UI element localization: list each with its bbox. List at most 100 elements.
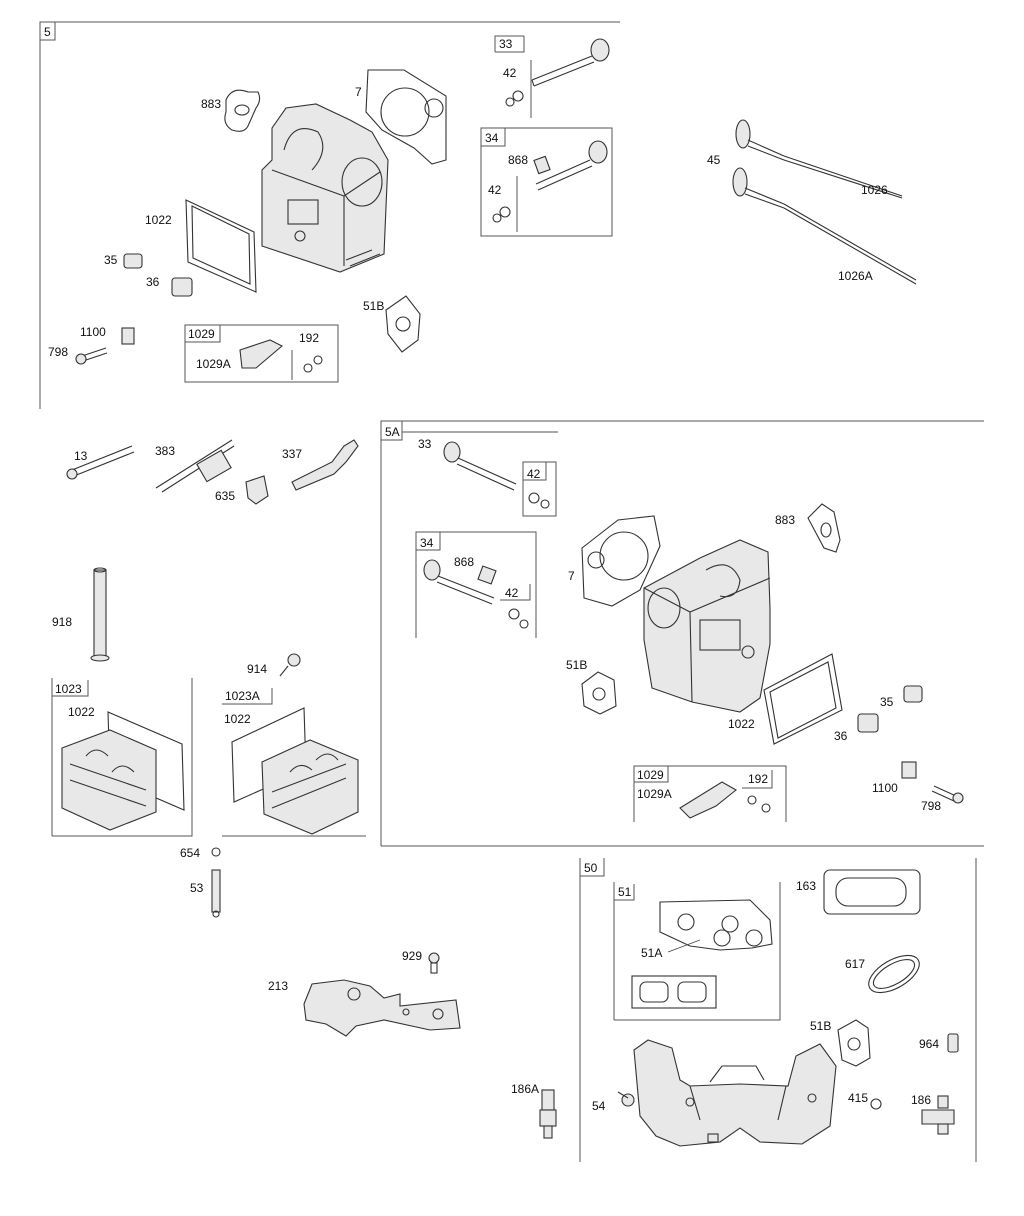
valve-cover-1023a: [231, 707, 359, 835]
gasket-883: [224, 89, 261, 132]
nut-654: [211, 847, 221, 857]
group-33-frame: [494, 35, 532, 118]
valve-45: [735, 119, 903, 199]
group-1023-frame: [51, 678, 193, 837]
label-5a-192: 192: [748, 772, 768, 786]
gasket-51a: [659, 899, 773, 951]
part-5a-35: [903, 685, 923, 703]
label-5a-798: 798: [921, 799, 941, 813]
gasket-5a-51b: [581, 671, 617, 715]
label-1029a: 1029A: [196, 357, 231, 371]
label-5a-1022: 1022: [728, 717, 755, 731]
label-35: 35: [104, 253, 118, 267]
valve-5a-34: [423, 559, 497, 605]
o-ring-617: [868, 954, 920, 994]
label-617: 617: [845, 957, 865, 971]
label-5a-1029a: 1029A: [637, 787, 672, 801]
tube-918: [90, 567, 110, 662]
cylinder-head: [261, 103, 389, 273]
label-654: 654: [180, 846, 200, 860]
part-5a-36: [857, 713, 879, 733]
fitting-186a: [539, 1089, 557, 1139]
label-5a-42-top: 42: [527, 467, 541, 481]
label-415: 415: [848, 1091, 868, 1105]
label-929: 929: [402, 949, 422, 963]
head-gasket-5a-7: [581, 515, 661, 607]
keeper-42-mid: [492, 206, 511, 223]
spark-plug-337: [291, 439, 359, 491]
head-gasket-7: [365, 69, 447, 165]
gasket-50-51b: [837, 1019, 871, 1067]
bolt-798: [75, 347, 108, 365]
fitting-186: [921, 1095, 955, 1135]
part-415: [870, 1098, 882, 1110]
section-5-frame: 5: [39, 21, 620, 409]
label-883: 883: [201, 97, 221, 111]
section-5a-label: 5A: [385, 425, 400, 439]
gasket-51-lower: [631, 975, 717, 1009]
label-1029: 1029: [188, 327, 215, 341]
label-1100: 1100: [80, 325, 106, 339]
label-42-top: 42: [503, 66, 517, 80]
label-918: 918: [52, 615, 72, 629]
screw-914: [279, 653, 301, 677]
label-5a-1100: 1100: [872, 781, 898, 795]
label-5a-868: 868: [454, 555, 474, 569]
label-5a-883: 883: [775, 513, 795, 527]
label-1022-right: 1022: [224, 712, 251, 726]
label-45: 45: [707, 153, 721, 167]
valve-5a-33: [443, 441, 517, 491]
section-5a-frame: [380, 420, 984, 847]
part-964: [947, 1033, 959, 1053]
part-35: [123, 253, 143, 269]
nut-192: [303, 355, 323, 373]
gasket-5a-1022: [763, 653, 843, 745]
label-5a-51b: 51B: [566, 658, 587, 672]
label-34: 34: [485, 131, 499, 145]
keeper-42-top: [505, 90, 524, 107]
bolt-5a-798: [931, 785, 964, 804]
gasket-1022: [185, 199, 257, 293]
bolt-54: [617, 1091, 635, 1107]
label-5a-1029: 1029: [637, 768, 664, 782]
label-213: 213: [268, 979, 288, 993]
label-1026: 1026: [861, 183, 888, 197]
group-34-frame: [480, 127, 613, 237]
bracket-213: [303, 979, 461, 1037]
gasket-163: [823, 869, 921, 915]
label-5a-33: 33: [418, 437, 432, 451]
group-1023a-frame: [222, 688, 366, 837]
group-5a-42-frame: [522, 461, 557, 517]
nut-5a-192: [747, 795, 771, 813]
section-50-frame: [579, 858, 977, 1162]
label-798: 798: [48, 345, 68, 359]
group-1029-frame: [184, 324, 339, 383]
label-5a-34: 34: [420, 536, 434, 550]
part-36: [171, 277, 193, 297]
label-53: 53: [190, 881, 204, 895]
label-51b: 51B: [363, 299, 384, 313]
gasket-51b: [385, 295, 421, 353]
label-50-51b: 51B: [810, 1019, 831, 1033]
label-868: 868: [508, 153, 528, 167]
label-1022-left: 1022: [68, 705, 95, 719]
section-50-label: 50: [584, 861, 598, 875]
label-635: 635: [215, 489, 235, 503]
label-5a-36: 36: [834, 729, 848, 743]
label-42-mid: 42: [488, 183, 502, 197]
label-914: 914: [247, 662, 267, 676]
part-1100: [121, 327, 135, 345]
label-36: 36: [146, 275, 160, 289]
valve-cover-1023: [61, 711, 185, 831]
gasket-5a-883: [807, 503, 841, 553]
group-5a-34-frame: [415, 531, 537, 638]
keeper-5a-42-top: [528, 492, 550, 509]
label-7: 7: [355, 85, 362, 99]
label-13: 13: [74, 449, 88, 463]
valve-1026a: [732, 167, 917, 285]
keeper-5a-42-mid: [508, 608, 529, 629]
label-186: 186: [911, 1093, 931, 1107]
label-51: 51: [618, 885, 632, 899]
label-1023: 1023: [55, 682, 82, 696]
